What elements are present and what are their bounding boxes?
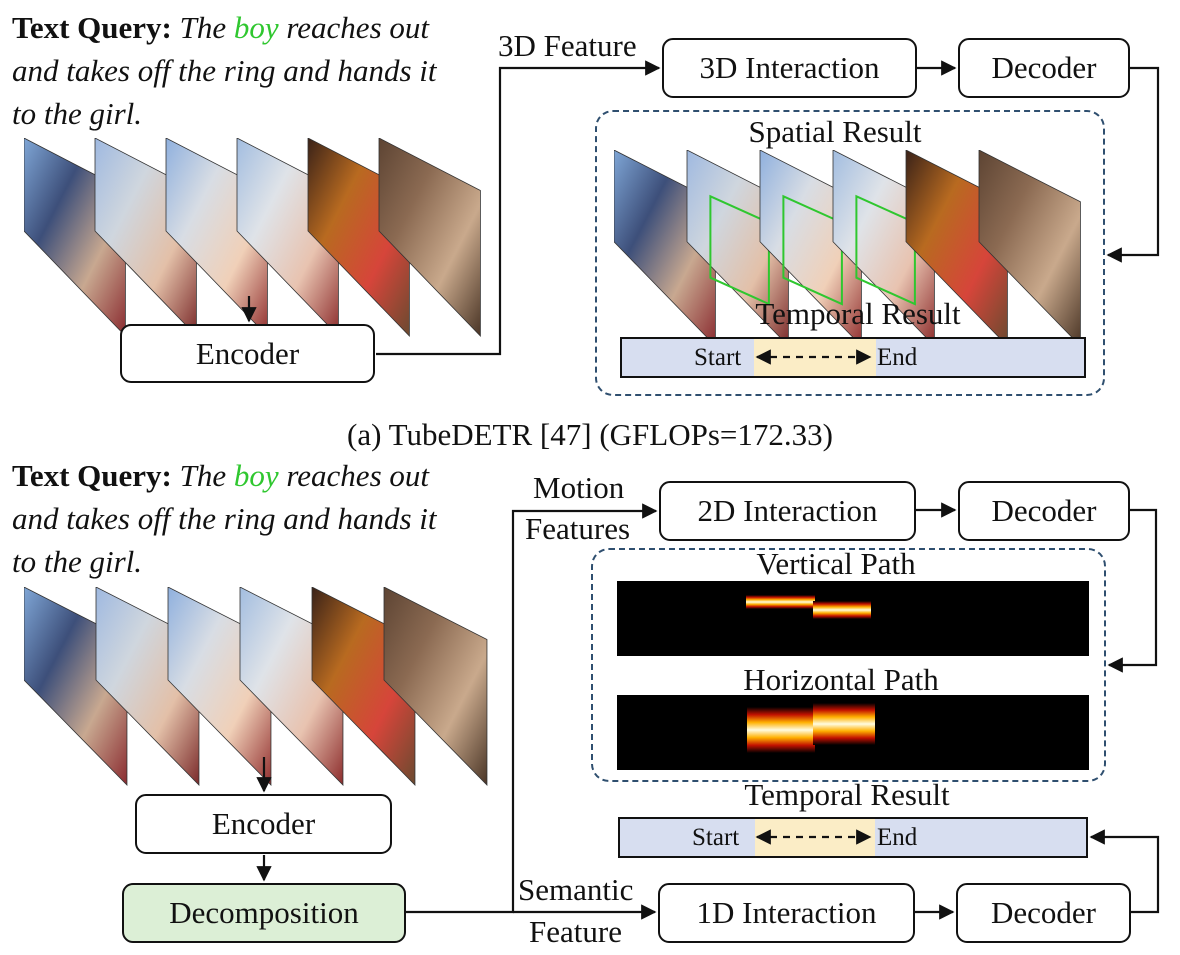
arrow-decoder-to-result-a <box>1106 66 1160 263</box>
spatial-result-label: Spatial Result <box>748 114 922 149</box>
horizontal-path-trace-2 <box>813 703 875 745</box>
query-highlight-word: boy <box>233 10 279 45</box>
text-query-a: Text Query: The boy reaches out and take… <box>12 6 452 135</box>
arrow-decomposition-to-2d-interaction <box>406 503 658 914</box>
vertical-path-trace-2 <box>813 601 871 619</box>
vertical-path-heatmap <box>617 581 1089 656</box>
query-highlight-word: boy <box>233 458 279 493</box>
query-label: Text Query: <box>12 10 172 45</box>
horizontal-path-trace-1 <box>747 707 815 753</box>
frame-stack-svg <box>24 138 481 337</box>
feature-label-a: 3D Feature <box>498 28 637 63</box>
interaction-1d-box: 1D Interaction <box>658 883 915 943</box>
motion-label-line2: Features <box>525 511 631 546</box>
video-frame-6 <box>378 138 481 337</box>
decoder-box-b-bottom: Decoder <box>956 883 1131 943</box>
path-group <box>591 548 1106 782</box>
arrow-decoder-to-paths <box>1107 508 1158 673</box>
start-label-b: Start <box>692 823 740 851</box>
result-group-a <box>595 110 1105 396</box>
grounding-box <box>709 194 770 306</box>
frame-stack-svg <box>24 587 488 786</box>
encoder-box-a: Encoder <box>120 324 375 383</box>
horizontal-path-heatmap <box>617 695 1089 770</box>
encoder-box-b: Encoder <box>135 794 392 854</box>
vertical-path-trace-1 <box>746 595 815 609</box>
video-frame-6 <box>383 587 488 786</box>
decomposition-box: Decomposition <box>122 883 406 943</box>
query-text-start: The <box>179 10 227 45</box>
interaction-3d-box: 3D Interaction <box>662 38 917 98</box>
query-text-rest: reaches out and takes off the ring and h… <box>12 10 437 131</box>
query-text-rest: reaches out and takes off the ring and h… <box>12 458 437 579</box>
query-label: Text Query: <box>12 458 172 493</box>
grounding-box <box>855 194 916 306</box>
temporal-result-label-a: Temporal Result <box>755 296 961 331</box>
frame-stack-svg <box>614 150 1081 347</box>
text-query-b: Text Query: The boy reaches out and take… <box>12 454 452 583</box>
vertical-path-label: Vertical Path <box>756 546 916 581</box>
end-label-a: End <box>877 343 918 371</box>
interaction-2d-box: 2D Interaction <box>659 481 916 541</box>
end-label-b: End <box>877 823 918 851</box>
arrow-decoder-to-temporal-result <box>1089 829 1160 914</box>
caption-a: (a) TubeDETR [47] (GFLOPs=172.33) <box>347 417 833 452</box>
semantic-label-line1: Semantic <box>518 872 634 907</box>
start-label-a: Start <box>694 343 742 371</box>
decoder-box-b-top: Decoder <box>958 481 1130 541</box>
motion-label-line1: Motion <box>533 470 625 505</box>
temporal-result-label-b: Temporal Result <box>744 777 950 812</box>
semantic-label-line2: Feature <box>529 914 622 949</box>
decoder-box-a: Decoder <box>958 38 1130 98</box>
query-text-start: The <box>179 458 227 493</box>
horizontal-path-label: Horizontal Path <box>743 662 939 697</box>
arrow-encoder-to-interaction-a <box>376 60 661 356</box>
grounding-box <box>782 194 843 306</box>
